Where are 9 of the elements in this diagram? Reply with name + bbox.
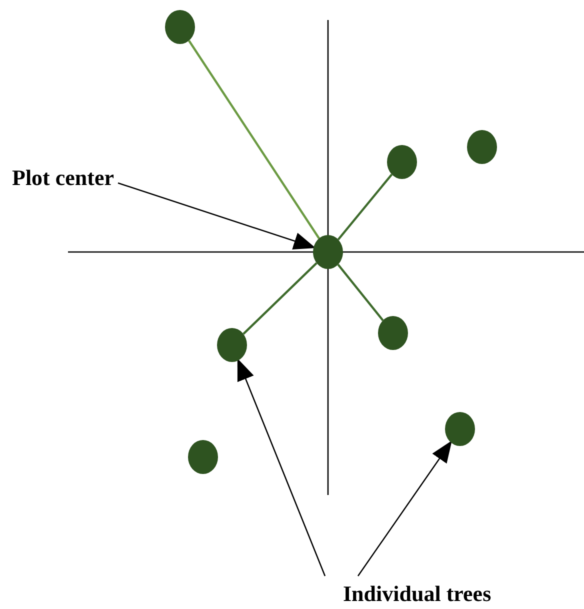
leader-arrow [118, 182, 316, 250]
leader-arrow [237, 358, 326, 576]
connector-line [337, 264, 384, 322]
connector-line [242, 262, 318, 335]
connector-line [337, 174, 393, 240]
leader-arrow [357, 440, 452, 576]
callout-label: Individual trees [343, 580, 492, 608]
callout-label: Plot center [12, 164, 114, 192]
connector-line [188, 40, 320, 239]
